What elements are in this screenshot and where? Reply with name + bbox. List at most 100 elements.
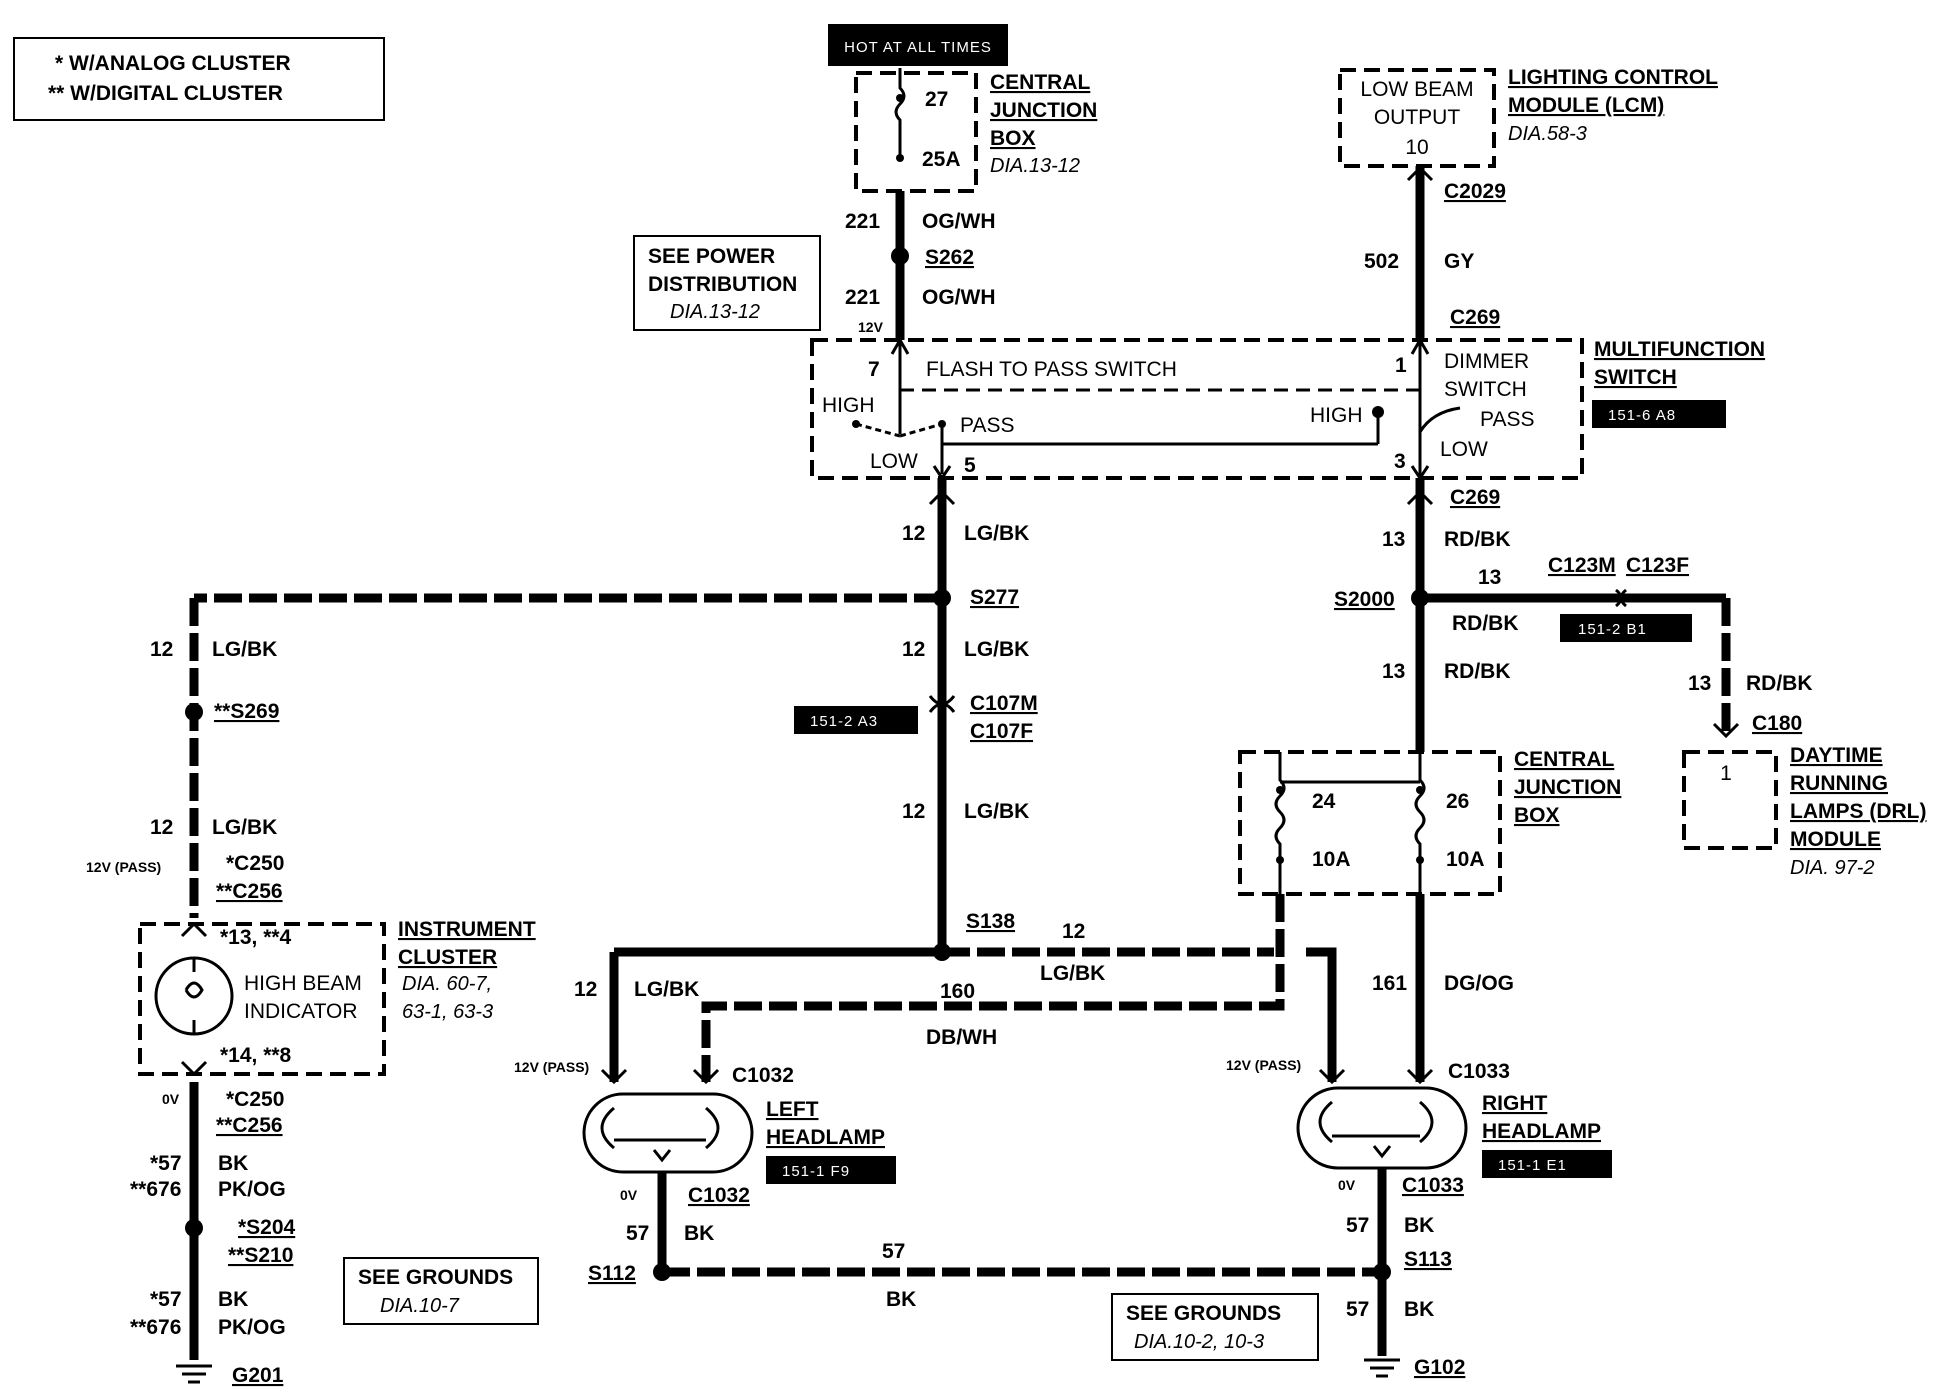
diagram-rect <box>828 24 1008 66</box>
diagram-circle <box>1372 406 1384 418</box>
label-cjb2-l3: BOX <box>1514 804 1560 827</box>
label-drl-l3: LAMPS (DRL) <box>1790 800 1926 823</box>
label-bk: BK <box>886 1288 916 1311</box>
diagram-rect <box>1560 614 1692 642</box>
diagram-circle <box>1276 856 1284 864</box>
label-wlgbk-color: LG/BK <box>1040 962 1105 985</box>
label-wrdbk-color: RD/BK <box>1444 660 1511 683</box>
splice-s204 <box>185 1219 203 1237</box>
instrument-cluster: *13, **4 HIGH BEAM INDICATOR *14, **8 IN… <box>138 918 536 1077</box>
diagram-rect <box>810 338 1584 480</box>
label-w57: *57 <box>150 1152 182 1175</box>
label-c1032: C1032 <box>732 1064 794 1087</box>
diagram-rect <box>794 706 918 734</box>
label-w221-num: 221 <box>845 286 880 309</box>
see-power-distribution-note: SEE POWER DISTRIBUTION DIA.13-12 <box>633 235 821 331</box>
label-cluster-l2: CLUSTER <box>398 946 497 969</box>
central-junction-box-lower: 24 26 10A 10A CENTRAL JUNCTION BOX <box>1238 748 1621 896</box>
label-n57: 57 <box>882 1240 905 1263</box>
label-c1033: C1033 <box>1402 1174 1464 1197</box>
label-wrdbk-color: RD/BK <box>1452 612 1519 635</box>
label-mfs-flash: FLASH TO PASS SWITCH <box>926 358 1177 381</box>
legend: * W/ANALOG CLUSTER ** W/DIGITAL CLUSTER <box>13 37 385 121</box>
wire-12-lgbk-right <box>1306 947 1337 1082</box>
legend-analog: * W/ANALOG CLUSTER <box>55 52 291 75</box>
label-wlgbk-num: 12 <box>902 800 925 823</box>
label-c180: C180 <box>1752 712 1802 735</box>
label-w57: *57 <box>150 1288 182 1311</box>
label-n57: 57 <box>626 1222 649 1245</box>
label-gnd1-l1: SEE GROUNDS <box>358 1266 513 1289</box>
ground-g201-icon <box>176 1364 212 1384</box>
label-cjb_top-fuse: 27 <box>925 88 948 111</box>
left-headlamp-bulb-icon <box>582 1092 754 1174</box>
diagram-path <box>1414 752 1426 894</box>
diagram-path <box>1372 1145 1392 1159</box>
label-ref_b1: 151-2 B1 <box>1578 621 1647 638</box>
label-wlgbk-num: 12 <box>902 522 925 545</box>
label-cjb_top-l2: JUNCTION <box>990 99 1097 122</box>
label-hot: HOT AT ALL TIMES <box>844 39 992 56</box>
label-c107f: C107F <box>970 720 1033 743</box>
label-cluster-ind2: INDICATOR <box>244 1000 358 1023</box>
diagram-rect <box>343 1257 539 1325</box>
diagram-line <box>855 422 901 438</box>
label-w221-color: OG/WH <box>922 286 996 309</box>
label-wlgbk-color: LG/BK <box>964 522 1029 545</box>
label-c1032: C1032 <box>688 1184 750 1207</box>
label-lcm-dia: DIA.58-3 <box>1508 123 1587 145</box>
label-cluster-pin_bot: *14, **8 <box>220 1044 292 1067</box>
label-rh-l2: HEADLAMP <box>1482 1120 1601 1143</box>
label-cjb_top-dia: DIA.13-12 <box>990 155 1080 177</box>
label-lcm-t2: MODULE (LCM) <box>1508 94 1664 117</box>
label-s204: *S204 <box>238 1216 296 1239</box>
label-n57: 57 <box>1346 1214 1369 1237</box>
diagram-path <box>1318 1068 1434 1085</box>
label-power-dia: DIA.13-12 <box>670 301 760 323</box>
label-wlgbk-color: LG/BK <box>964 800 1029 823</box>
label-w160-color: DB/WH <box>926 1026 997 1049</box>
diagram-path <box>1318 1100 1434 1144</box>
label-wrdbk-num: 13 <box>1688 672 1711 695</box>
diagram-path <box>1418 406 1461 433</box>
drl-module: 1 DAYTIME RUNNING LAMPS (DRL) MODULE DIA… <box>1682 744 1926 879</box>
label-mfs-ref: 151-6 A8 <box>1608 407 1676 424</box>
label-cjb2-f24: 24 <box>1312 790 1336 813</box>
label-cluster-dia1: DIA. 60-7, <box>402 973 492 995</box>
label-wlgbk-num: 12 <box>1062 920 1085 943</box>
diagram-rect <box>1238 750 1502 896</box>
label-c123f: C123F <box>1626 554 1689 577</box>
splice-s113 <box>1373 1263 1391 1281</box>
diagram-path <box>180 1060 208 1077</box>
label-gnd2-dia: DIA.10-2, 10-3 <box>1134 1331 1264 1353</box>
label-mfs-high2: HIGH <box>1310 404 1363 427</box>
label-w161-color: DG/OG <box>1444 972 1514 995</box>
label-mfs-t1: MULTIFUNCTION <box>1594 338 1765 361</box>
label-cjb_top-l3: BOX <box>990 127 1036 150</box>
label-cjb2-l1: CENTRAL <box>1514 748 1614 771</box>
label-s262: S262 <box>925 246 974 269</box>
label-s113: S113 <box>1404 1248 1452 1271</box>
diagram-circle <box>896 154 904 162</box>
label-wlgbk-color: LG/BK <box>964 638 1029 661</box>
label-mfs-high: HIGH <box>822 394 875 417</box>
label-mfs-low: LOW <box>870 450 918 473</box>
label-lcm-pin: 10 <box>1405 136 1428 159</box>
label-s112: S112 <box>588 1262 636 1285</box>
label-c250a: *C250 <box>226 852 284 875</box>
label-w676: **676 <box>130 1316 181 1339</box>
label-c269: C269 <box>1450 306 1500 329</box>
label-lcm-l2: OUTPUT <box>1374 106 1461 129</box>
diagram-rect <box>138 922 386 1076</box>
see-grounds-note-right: SEE GROUNDS DIA.10-2, 10-3 <box>1111 1293 1319 1361</box>
label-drl-l2: RUNNING <box>1790 772 1888 795</box>
label-s277: S277 <box>970 586 1019 609</box>
diagram-circle <box>1416 856 1424 864</box>
label-pkog: PK/OG <box>218 1178 286 1201</box>
lighting-control-module: LOW BEAM OUTPUT 10 LIGHTING CONTROL MODU… <box>1338 66 1718 168</box>
label-s269: **S269 <box>214 700 279 723</box>
label-cjb_top-l1: CENTRAL <box>990 71 1090 94</box>
diagram-rect <box>13 37 385 121</box>
diagram-path <box>180 921 208 938</box>
label-cjb2-a26: 10A <box>1446 848 1485 871</box>
